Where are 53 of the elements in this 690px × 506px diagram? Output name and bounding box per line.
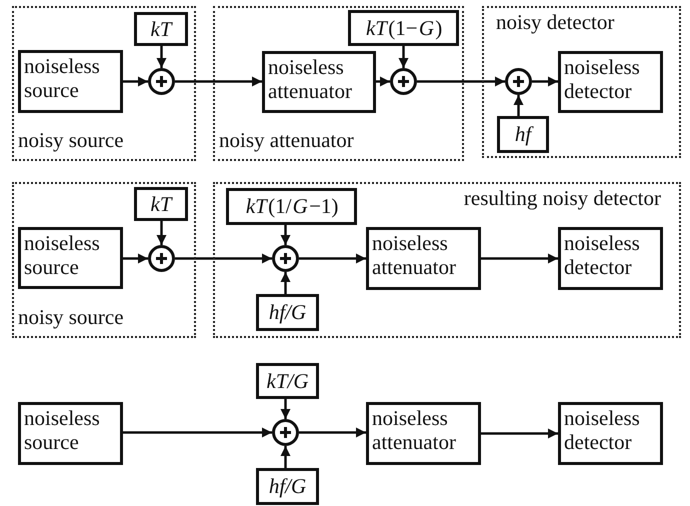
dotted-group-frame	[213, 6, 464, 161]
group-label: noisy detector	[496, 12, 614, 33]
group-label: noisy source	[18, 130, 124, 151]
arrow	[481, 428, 558, 438]
group-label: resulting noisy detector	[464, 188, 661, 209]
noise-term-box: kT(1/G−1)	[226, 188, 357, 225]
arrow	[280, 399, 290, 419]
arrow	[123, 76, 148, 86]
noise-term-box: kT/G	[256, 363, 319, 399]
arrow	[514, 95, 524, 116]
noise-term-box: hf/G	[256, 468, 319, 505]
block-box: noiseless source	[18, 50, 123, 113]
arrow	[156, 46, 166, 68]
noise-term-box: kT(1−G)	[348, 10, 459, 46]
group-label: noisy source	[18, 307, 124, 328]
summing-junction	[272, 419, 299, 446]
arrow	[280, 446, 290, 468]
block-box: noiseless detector	[558, 402, 663, 465]
arrow	[175, 76, 262, 86]
noise-term-box: kT	[134, 187, 188, 221]
arrow	[299, 254, 366, 264]
summing-junction	[148, 68, 175, 95]
arrow	[481, 254, 558, 264]
dotted-group-frame	[213, 182, 681, 338]
group-label: noisy attenuator	[219, 130, 354, 151]
noise-term-box: hf	[497, 116, 549, 153]
summing-junction	[505, 68, 532, 95]
arrow	[280, 272, 290, 294]
arrow	[123, 254, 148, 264]
arrow	[280, 225, 290, 245]
summing-junction	[390, 68, 417, 95]
block-box: noiseless detector	[558, 227, 663, 290]
summing-junction	[272, 245, 299, 272]
arrow	[417, 76, 505, 86]
block-box: noiseless attenuator	[366, 402, 481, 465]
noise-term-box: hf/G	[256, 294, 319, 331]
block-box: noiseless attenuator	[262, 51, 376, 113]
arrow	[156, 221, 166, 245]
block-box: noiseless detector	[558, 51, 663, 113]
arrow	[175, 254, 272, 264]
block-box: noiseless source	[18, 227, 123, 289]
dotted-group-frame	[482, 6, 681, 158]
block-box: noiseless source	[18, 402, 123, 465]
arrow	[123, 428, 272, 438]
summing-junction	[148, 245, 175, 272]
noise-term-box: kT	[134, 12, 188, 46]
block-box: noiseless attenuator	[366, 227, 481, 290]
arrow	[532, 76, 558, 86]
arrow	[398, 46, 408, 68]
arrow	[299, 428, 366, 438]
dotted-group-frame	[12, 182, 196, 338]
dotted-group-frame	[12, 6, 196, 161]
arrow	[376, 76, 390, 86]
